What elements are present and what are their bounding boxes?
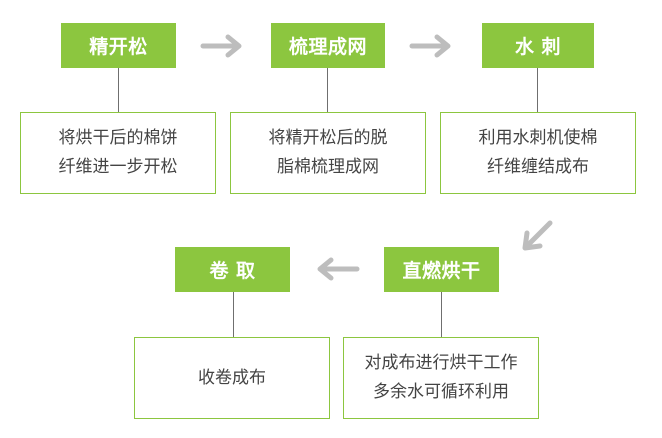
desc-spunlace-line2: 纤维缠结成布	[487, 157, 589, 177]
desc-carding: 将精开松后的脱 脂棉梳理成网	[230, 112, 426, 194]
connector-fine-opening	[118, 68, 119, 112]
desc-spunlace-line1: 利用水刺机使棉	[478, 128, 598, 148]
desc-fine-opening-line2: 纤维进一步开松	[58, 157, 178, 177]
arrow-down-left-icon	[522, 220, 553, 251]
desc-winding-line1: 收卷成布	[198, 367, 266, 388]
arrow-right-icon	[200, 34, 242, 58]
desc-winding: 收卷成布	[134, 337, 330, 419]
desc-carding-line1: 将精开松后的脱	[268, 128, 388, 148]
desc-direct-drying-line2: 多余水可循环利用	[373, 382, 509, 402]
connector-spunlace	[537, 68, 538, 112]
step-direct-drying: 直燃烘干	[384, 247, 499, 292]
step-fine-opening: 精开松	[61, 23, 176, 68]
desc-direct-drying: 对成布进行烘干工作 多余水可循环利用	[343, 337, 539, 419]
connector-winding	[233, 292, 234, 337]
desc-direct-drying-line1: 对成布进行烘干工作	[364, 353, 518, 373]
connector-carding	[327, 68, 328, 112]
desc-fine-opening: 将烘干后的棉饼 纤维进一步开松	[20, 112, 216, 194]
step-spunlace: 水 刺	[482, 23, 594, 68]
desc-fine-opening-line1: 将烘干后的棉饼	[58, 128, 178, 148]
arrow-left-icon	[317, 257, 360, 281]
arrow-right-icon	[409, 34, 451, 58]
connector-direct-drying	[441, 292, 442, 337]
step-carding: 梳理成网	[271, 23, 385, 68]
desc-spunlace: 利用水刺机使棉 纤维缠结成布	[440, 112, 636, 194]
step-winding: 卷 取	[175, 247, 290, 292]
desc-carding-line2: 脂棉梳理成网	[277, 157, 379, 177]
